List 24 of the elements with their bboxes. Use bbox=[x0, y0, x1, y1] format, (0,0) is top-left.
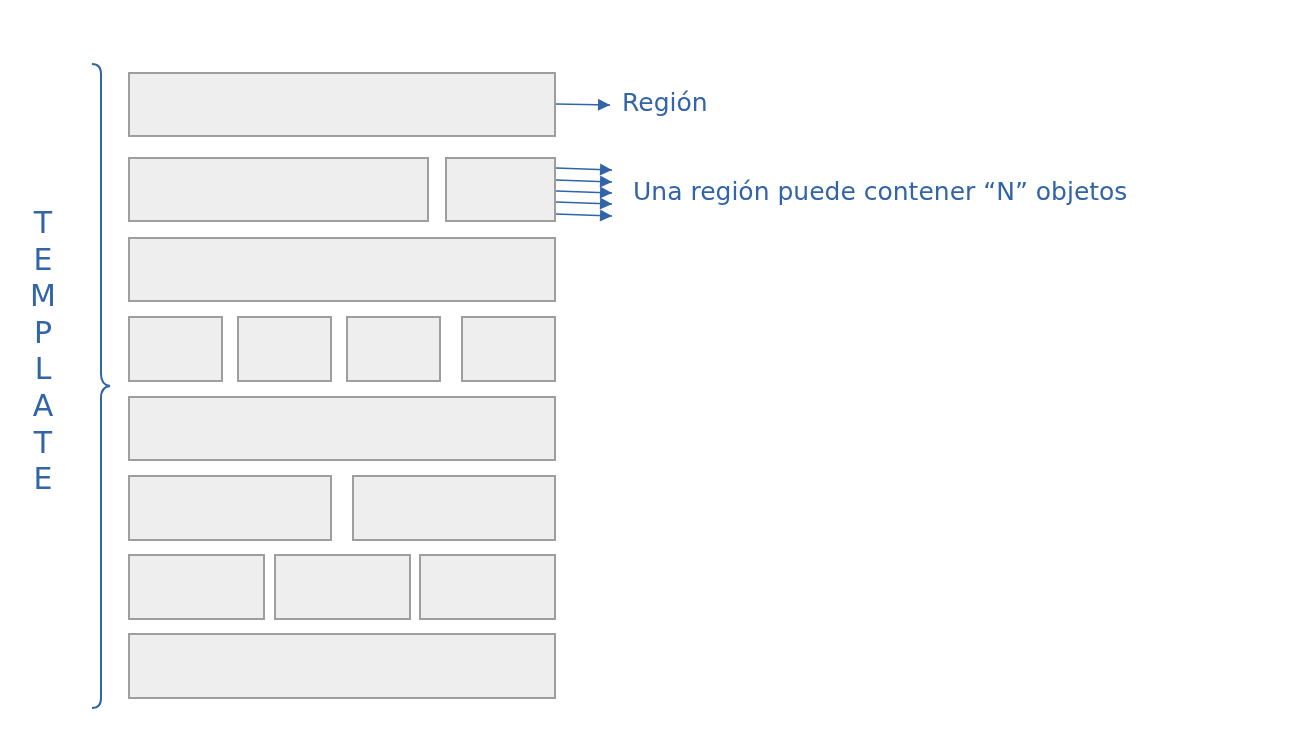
annotation-text: Región bbox=[622, 87, 708, 117]
region-box bbox=[346, 316, 441, 382]
region-box bbox=[128, 475, 332, 541]
region-box bbox=[461, 316, 556, 382]
vertical-label: TEMPLATE bbox=[29, 205, 57, 498]
region-box bbox=[128, 237, 556, 302]
region-box bbox=[237, 316, 332, 382]
region-box bbox=[128, 72, 556, 137]
region-box bbox=[128, 554, 265, 620]
region-box bbox=[445, 157, 556, 222]
region-box bbox=[419, 554, 556, 620]
region-box bbox=[128, 396, 556, 461]
region-box bbox=[128, 157, 429, 222]
region-box bbox=[352, 475, 556, 541]
arrow bbox=[555, 175, 613, 188]
region-box bbox=[128, 316, 223, 382]
region-box bbox=[128, 633, 556, 699]
arrow bbox=[555, 186, 613, 199]
arrow bbox=[555, 98, 611, 111]
annotation-text: Una región puede contener “N” objetos bbox=[633, 176, 1128, 206]
region-box bbox=[274, 554, 411, 620]
arrow bbox=[555, 209, 613, 222]
arrow bbox=[555, 197, 613, 210]
arrow bbox=[555, 163, 613, 176]
